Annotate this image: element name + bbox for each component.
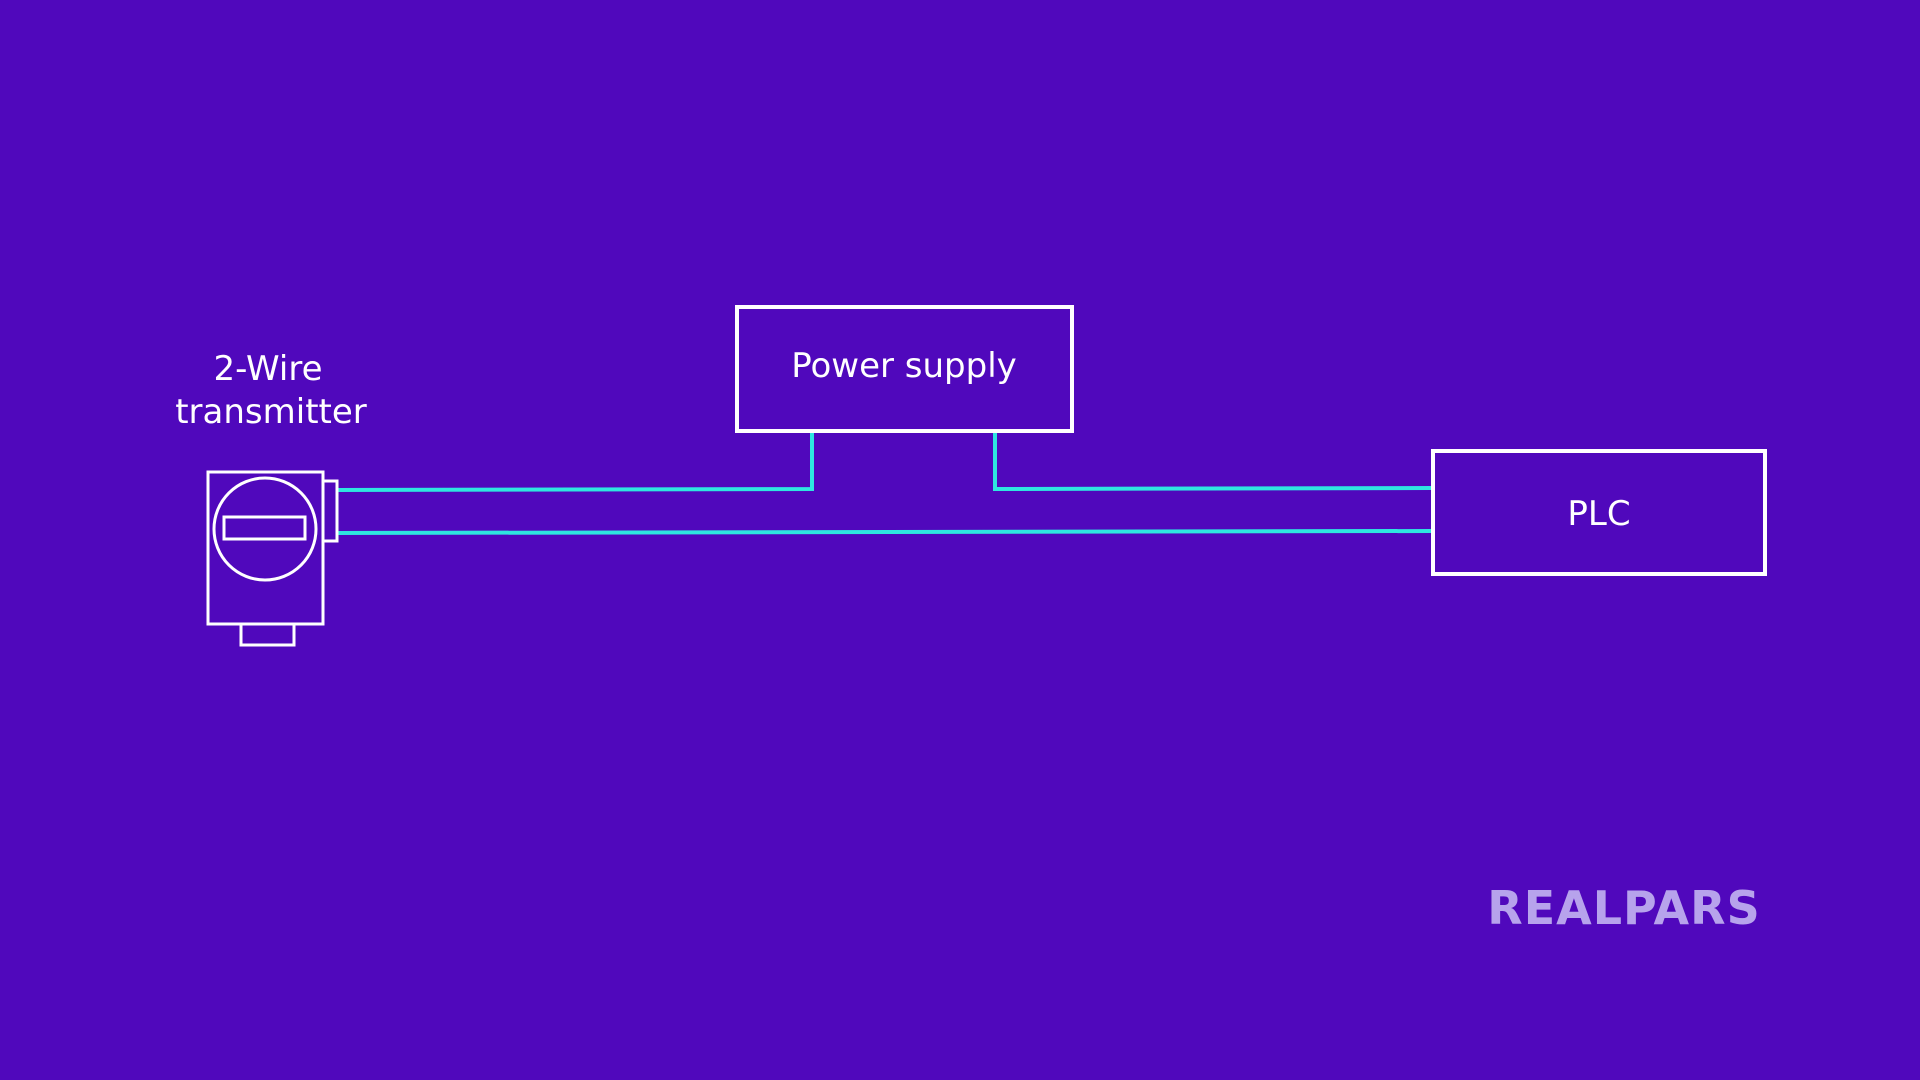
wire-power-supply-to-plc	[993, 430, 1433, 492]
transmitter-dial	[212, 476, 318, 582]
plc-label: PLC	[1567, 494, 1630, 534]
wires	[337, 430, 1433, 535]
realpars-logo: REALPARS	[1487, 881, 1760, 935]
transmitter-base	[239, 622, 296, 647]
transmitter-icon	[206, 470, 339, 647]
wire-transmitter-to-power-supply	[337, 430, 814, 492]
power-supply-box	[735, 305, 1074, 433]
transmitter-label-line1: 2-Wire	[214, 349, 323, 389]
power-supply-label: Power supply	[791, 346, 1017, 386]
wire-transmitter-to-plc	[337, 529, 1433, 535]
transmitter-label-line2: transmitter	[175, 392, 367, 432]
transmitter-display	[222, 515, 307, 541]
plc-box	[1431, 449, 1767, 576]
transmitter-connector	[321, 479, 339, 543]
